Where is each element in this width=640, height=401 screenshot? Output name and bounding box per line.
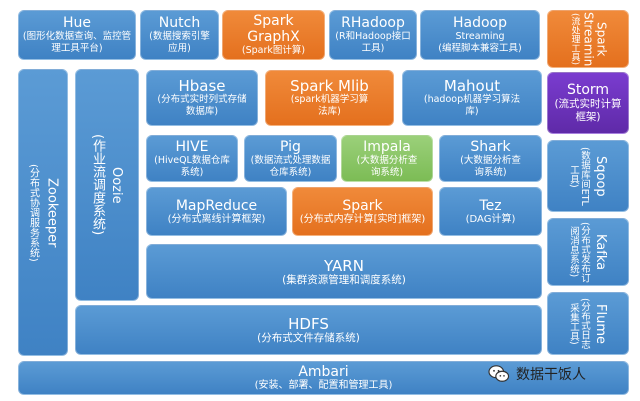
spark-graphx-title: Spark GraphX [247,13,300,45]
kafka-desc: (分布式发布订阅消息系统) [568,221,590,283]
hive-title: HIVE [175,138,209,155]
pig-box: Pig (数据流式处理数据仓库系统) [244,135,337,182]
tez-box: Tez (DAG计算) [439,187,542,236]
spark-graphx-desc: (Spark图计算) [241,45,306,56]
hadoop-streaming-title: Hadoop [452,15,507,31]
sqoop-title: Sqoop [593,155,608,197]
tez-desc: (DAG计算) [465,213,516,225]
flume-box: Flume (分布式日志采集工具) [547,292,629,355]
rhadoop-title: RHadoop [341,15,405,31]
shark-title: Shark [470,138,511,155]
mahout-box: Mahout (hadoop机器学习算法库) [402,70,542,126]
tez-title: Tez [479,197,502,214]
zookeeper-title: Zookeeper [44,177,60,248]
oozie-box: Oozie (作业流调度系统) [75,69,139,301]
hive-box: HIVE (HiveQL数据仓库系统) [146,135,238,182]
hadoop-streaming-subtitle: Streaming [455,31,505,42]
storm-box: Storm (流式实时计算框架) [547,72,629,134]
oozie-desc: (作业流调度系统) [90,134,105,236]
mapreduce-box: MapReduce (分布式离线计算框架) [146,187,287,236]
pig-desc: (数据流式处理数据仓库系统) [250,154,331,178]
shark-box: Shark (大数据分析查询系统) [439,135,542,182]
spark-streaming-desc: (流处理工具) [569,12,580,66]
yarn-desc: (集群资源管理和调度系统) [282,273,406,286]
kafka-title: Kafka [593,233,608,271]
hdfs-box: HDFS (分布式文件存储系统) [75,305,542,355]
ambari-desc: (安装、部署、配置和管理工具) [254,380,393,391]
spark-title: Spark [342,197,383,214]
spark-box: Spark (分布式内存计算[实时]框架) [292,187,433,236]
sqoop-desc: (数据库间ETL工具) [568,146,590,206]
zookeeper-desc: (分布式协调服务系统) [27,163,39,262]
watermark-text: 数据干饭人 [516,367,586,383]
mapreduce-desc: (分布式离线计算框架) [167,213,266,225]
ambari-box: Ambari (安装、部署、配置和管理工具) [18,361,629,395]
nutch-title: Nutch [158,15,201,31]
rhadoop-desc: (R和Hadoop接口工具) [335,31,411,54]
hbase-title: Hbase [178,77,226,95]
sqoop-box: Sqoop (数据库间ETL工具) [547,140,629,212]
pig-title: Pig [280,138,301,155]
yarn-title: YARN [324,256,364,275]
hue-box: Hue (图形化数据查询、监控管理工具平台) [18,10,136,60]
spark-graphx-box: Spark GraphX (Spark图计算) [222,10,325,60]
hbase-desc: (分布式实时列式存储数据库) [157,94,247,117]
hadoop-streaming-desc: (编程脚本兼容工具) [438,43,522,54]
wechat-icon [488,365,510,382]
storm-desc: (流式实时计算框架) [554,98,622,123]
oozie-title: Oozie [109,166,124,204]
spark-mlib-title: Spark Mlib [290,77,369,95]
hbase-box: Hbase (分布式实时列式存储数据库) [146,70,258,126]
kafka-box: Kafka (分布式发布订阅消息系统) [547,218,629,286]
spark-mlib-box: Spark Mlib (spark机器学习算法库) [265,70,394,126]
yarn-box: YARN (集群资源管理和调度系统) [146,244,542,299]
hdfs-desc: (分布式文件存储系统) [257,332,360,344]
ambari-title: Ambari [298,364,349,380]
rhadoop-box: RHadoop (R和Hadoop接口工具) [329,10,417,60]
flume-desc: (分布式日志采集工具) [568,297,590,350]
impala-box: Impala (大数据分析查询系统) [341,135,433,182]
zookeeper-box: Zookeeper (分布式协调服务系统) [18,69,68,356]
shark-desc: (大数据分析查询系统) [460,154,521,178]
impala-desc: (大数据分析查询系统) [356,154,418,178]
hue-desc: (图形化数据查询、监控管理工具平台) [22,31,132,54]
spark-mlib-desc: (spark机器学习算法库) [290,94,369,117]
mahout-desc: (hadoop机器学习算法库) [423,94,521,117]
flume-title: Flume [593,303,608,344]
mapreduce-title: MapReduce [175,197,258,214]
storm-title: Storm [566,82,610,98]
mahout-title: Mahout [443,77,501,95]
hue-title: Hue [62,15,91,31]
hadoop-streaming-box: Hadoop Streaming (编程脚本兼容工具) [420,10,540,60]
watermark: 数据干饭人 [488,363,636,385]
hive-desc: (HiveQL数据仓库系统) [154,154,230,178]
impala-title: Impala [363,138,411,155]
spark-streaming-box: Spark Streaming (流处理工具) [547,10,629,68]
spark-desc: (分布式内存计算[实时]框架) [299,213,426,225]
hdfs-title: HDFS [288,315,329,333]
nutch-box: Nutch (数据搜索引擎应用) [140,10,219,60]
nutch-desc: (数据搜索引擎应用) [149,31,210,54]
spark-streaming-title: Spark Streaming [581,12,609,68]
